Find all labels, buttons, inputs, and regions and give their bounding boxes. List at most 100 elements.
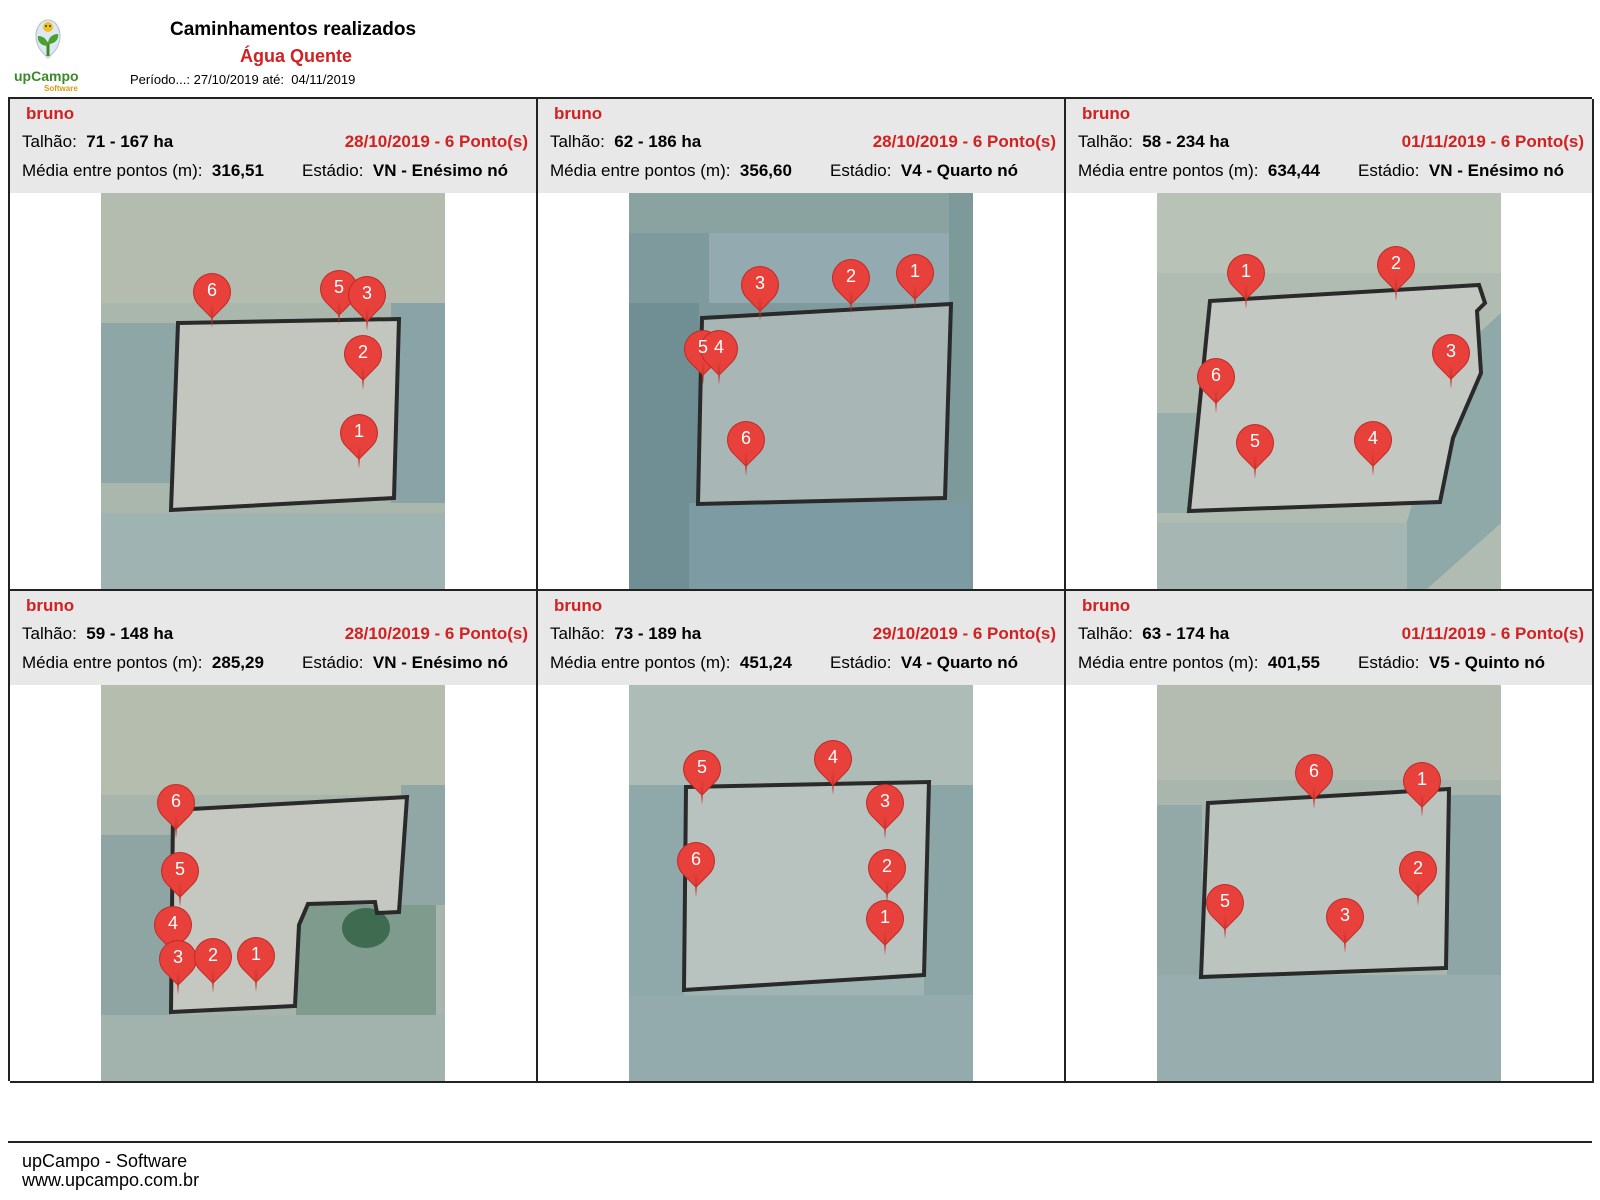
date-points: 01/11/2019 - 6 Ponto(s) xyxy=(1401,624,1584,643)
marker-2[interactable]: 2 xyxy=(345,336,381,392)
period-label: Período...: xyxy=(130,72,190,87)
satellite-map xyxy=(629,193,973,589)
estadio-value: VN - Enésimo nó xyxy=(372,161,508,180)
estadio-info: Estádio: V4 - Quarto nó xyxy=(830,161,1018,181)
marker-2[interactable]: 2 xyxy=(833,260,869,316)
marker-1[interactable]: 1 xyxy=(1228,255,1264,311)
report-title: Caminhamentos realizados xyxy=(170,19,417,40)
estadio-label: Estádio: xyxy=(302,653,364,672)
marker-1[interactable]: 1 xyxy=(867,901,903,957)
marker-2[interactable]: 2 xyxy=(1400,852,1436,908)
logo-subtext: Software xyxy=(44,84,78,93)
marker-2[interactable]: 2 xyxy=(195,939,231,995)
marker-4[interactable]: 4 xyxy=(815,741,851,797)
walk-card: bruno Talhão: 71 - 167 ha 28/10/2019 - 6… xyxy=(10,99,538,591)
estadio-info: Estádio: VN - Enésimo nó xyxy=(302,653,508,673)
marker-5[interactable]: 5 xyxy=(1237,425,1273,481)
talhao-label: Talhão: xyxy=(22,132,77,151)
marker-5[interactable]: 5 xyxy=(684,751,720,807)
card-header: bruno Talhão: 62 - 186 ha 28/10/2019 - 6… xyxy=(538,99,1064,193)
operator-name: bruno xyxy=(26,104,75,123)
operator-name: bruno xyxy=(26,596,75,615)
marker-5[interactable]: 5 xyxy=(685,331,721,387)
marker-label: 6 xyxy=(1308,761,1319,781)
media-value: 356,60 xyxy=(739,161,792,180)
upcampo-logo: upCampo Software xyxy=(10,16,86,94)
marker-label: 5 xyxy=(696,757,707,777)
marker-3[interactable]: 3 xyxy=(742,267,778,323)
marker-1[interactable]: 1 xyxy=(1404,763,1440,819)
marker-label: 3 xyxy=(172,947,183,967)
marker-6[interactable]: 6 xyxy=(678,843,714,899)
logo-wordmark: upCampo xyxy=(14,68,79,84)
marker-label: 3 xyxy=(1339,905,1350,925)
marker-1[interactable]: 1 xyxy=(238,938,274,994)
marker-label: 3 xyxy=(754,273,765,293)
footer-company: upCampo - Software xyxy=(22,1151,188,1171)
estadio-value: V4 - Quarto nó xyxy=(900,653,1019,672)
marker-6[interactable]: 6 xyxy=(1198,359,1234,415)
marker-5[interactable]: 5 xyxy=(162,853,198,909)
farm-name: Água Quente xyxy=(240,46,353,66)
walk-card: bruno Talhão: 59 - 148 ha 28/10/2019 - 6… xyxy=(10,591,538,1083)
marker-label: 2 xyxy=(1412,858,1423,878)
talhao-label: Talhão: xyxy=(550,624,605,643)
talhao-value: 62 - 186 ha xyxy=(614,132,702,151)
satellite-map xyxy=(1157,193,1501,589)
satellite-map xyxy=(101,193,445,589)
marker-4[interactable]: 4 xyxy=(701,331,737,387)
marker-label: 3 xyxy=(879,791,890,811)
media-info: Média entre pontos (m): 285,29 xyxy=(22,653,264,673)
talhao-info: Talhão: 73 - 189 ha xyxy=(550,624,701,644)
walk-card: bruno Talhão: 73 - 189 ha 29/10/2019 - 6… xyxy=(538,591,1066,1083)
satellite-map xyxy=(101,685,445,1081)
field-map: 5 4 3 6 2 1 xyxy=(629,685,973,1081)
marker-3[interactable]: 3 xyxy=(867,785,903,841)
marker-label: 5 xyxy=(697,337,708,357)
marker-5[interactable]: 5 xyxy=(1207,885,1243,941)
marker-label: 5 xyxy=(1219,891,1230,911)
marker-3[interactable]: 3 xyxy=(160,941,196,997)
footer-divider xyxy=(8,1141,1592,1143)
estadio-label: Estádio: xyxy=(830,653,892,672)
marker-label: 1 xyxy=(879,907,890,927)
walk-card: bruno Talhão: 58 - 234 ha 01/11/2019 - 6… xyxy=(1066,99,1594,591)
marker-1[interactable]: 1 xyxy=(897,255,933,311)
talhao-value: 63 - 174 ha xyxy=(1142,624,1230,643)
estadio-value: VN - Enésimo nó xyxy=(372,653,508,672)
marker-3[interactable]: 3 xyxy=(1433,335,1469,391)
marker-5[interactable]: 5 xyxy=(321,271,357,327)
marker-4[interactable]: 4 xyxy=(1355,422,1391,478)
field-map: 1 2 6 3 5 4 xyxy=(1157,193,1501,589)
marker-label: 6 xyxy=(690,849,701,869)
marker-6[interactable]: 6 xyxy=(728,422,764,478)
marker-label: 3 xyxy=(361,283,372,303)
marker-label: 4 xyxy=(1367,428,1378,448)
marker-label: 1 xyxy=(1416,769,1427,789)
marker-label: 6 xyxy=(206,280,217,300)
marker-6[interactable]: 6 xyxy=(194,274,230,330)
footer-website[interactable]: www.upcampo.com.br xyxy=(22,1170,200,1190)
marker-1[interactable]: 1 xyxy=(341,415,377,471)
marker-label: 2 xyxy=(881,856,892,876)
date-points: 01/11/2019 - 6 Ponto(s) xyxy=(1401,132,1584,151)
estadio-label: Estádio: xyxy=(1358,653,1420,672)
marker-2[interactable]: 2 xyxy=(869,850,905,906)
marker-2[interactable]: 2 xyxy=(1378,247,1414,303)
marker-6[interactable]: 6 xyxy=(158,785,194,841)
estadio-info: Estádio: VN - Enésimo nó xyxy=(1358,161,1564,181)
marker-label: 4 xyxy=(167,913,178,933)
talhao-info: Talhão: 71 - 167 ha xyxy=(22,132,173,152)
estadio-label: Estádio: xyxy=(302,161,364,180)
marker-3[interactable]: 3 xyxy=(349,277,385,333)
marker-4[interactable]: 4 xyxy=(155,907,191,963)
sprout-logo-icon xyxy=(35,19,61,59)
estadio-info: Estádio: VN - Enésimo nó xyxy=(302,161,508,181)
media-label: Média entre pontos (m): xyxy=(22,653,203,672)
walk-card: bruno Talhão: 62 - 186 ha 28/10/2019 - 6… xyxy=(538,99,1066,591)
marker-6[interactable]: 6 xyxy=(1296,755,1332,811)
operator-name: bruno xyxy=(554,596,603,615)
marker-3[interactable]: 3 xyxy=(1327,899,1363,955)
talhao-info: Talhão: 62 - 186 ha xyxy=(550,132,701,152)
talhao-info: Talhão: 58 - 234 ha xyxy=(1078,132,1229,152)
